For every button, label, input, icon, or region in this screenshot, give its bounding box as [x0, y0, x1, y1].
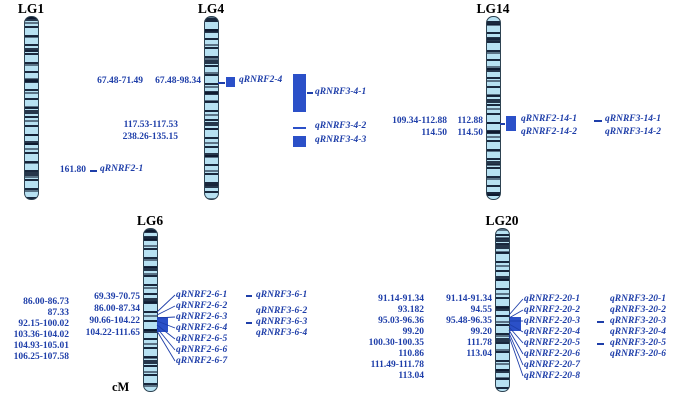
interval-label: 91.14-91.34 — [446, 294, 492, 304]
qtl-label: qRNRF2-1 — [100, 164, 144, 174]
qtl-label: qRNRF3-14-2 — [605, 127, 661, 137]
qtl-label: qRNRF3-6-3 — [256, 317, 308, 327]
qtl-marker — [293, 127, 306, 129]
qtl-marker — [506, 116, 516, 131]
tick-line — [597, 343, 604, 345]
interval-label: 117.53-117.53 — [123, 120, 178, 130]
lg20-chromosome-bar — [495, 228, 510, 392]
tick-line — [307, 92, 313, 94]
qtl-label: qRNRF3-4-3 — [315, 135, 367, 145]
interval-label: 113.04 — [466, 349, 492, 359]
qtl-label: qRNRF3-20-4 — [610, 327, 666, 337]
qtl-marker — [293, 74, 306, 112]
interval-label: 86.00-86.73 — [23, 297, 69, 307]
qtl-label: qRNRF2-6-7 — [176, 356, 228, 366]
qtl-label: qRNRF2-20-1 — [524, 294, 580, 304]
qtl-label: qRNRF2-6-4 — [176, 323, 228, 333]
qtl-marker — [293, 136, 306, 147]
tick-line — [246, 322, 252, 324]
qtl-label: qRNRF2-14-2 — [521, 127, 577, 137]
lg4-title: LG4 — [197, 1, 225, 16]
qtl-label: qRNRF3-20-3 — [610, 316, 666, 326]
qtl-label: qRNRF3-20-5 — [610, 338, 666, 348]
qtl-label: qRNRF3-6-2 — [256, 306, 308, 316]
axis-unit-label: cM — [112, 380, 130, 394]
interval-label: 90.66-104.22 — [89, 316, 140, 326]
qtl-label: qRNRF3-20-6 — [610, 349, 666, 359]
interval-label: 99.20 — [402, 327, 424, 337]
interval-label: 94.55 — [470, 305, 492, 315]
interval-label: 238.26-135.15 — [122, 132, 178, 142]
interval-label: 95.03-96.36 — [378, 316, 424, 326]
interval-label: 67.48-98.34 — [155, 76, 201, 86]
qtl-label: qRNRF2-20-7 — [524, 360, 580, 370]
qtl-marker — [226, 77, 235, 87]
qtl-label: qRNRF2-6-6 — [176, 345, 228, 355]
lg20-title: LG20 — [485, 213, 519, 228]
qtl-label: qRNRF3-4-1 — [315, 87, 367, 97]
interval-label: 106.25-107.58 — [13, 352, 69, 362]
interval-label: 67.48-71.49 — [97, 76, 143, 86]
qtl-label: qRNRF3-4-2 — [315, 121, 367, 131]
qtl-label: qRNRF3-20-1 — [610, 294, 666, 304]
qtl-label: qRNRF2-20-2 — [524, 305, 580, 315]
tick-line — [594, 120, 602, 122]
interval-label: 100.30-100.35 — [368, 338, 424, 348]
qtl-label: qRNRF2-6-3 — [176, 312, 228, 322]
qtl-label: qRNRF2-4 — [239, 75, 283, 85]
lg1-chromosome-bar — [24, 16, 39, 200]
lg14-chromosome-bar — [486, 16, 501, 200]
qtl-label: qRNRF2-20-6 — [524, 349, 580, 359]
tick-line — [218, 82, 225, 84]
interval-label: 111.49-111.78 — [370, 360, 424, 370]
interval-label: 109.34-112.88 — [392, 116, 447, 126]
tick-line — [500, 123, 505, 125]
lg6-chromosome-bar — [143, 228, 158, 392]
interval-label: 110.86 — [398, 349, 424, 359]
interval-label: 99.20 — [470, 327, 492, 337]
qtl-label: qRNRF2-20-5 — [524, 338, 580, 348]
interval-label: 69.39-70.75 — [94, 292, 140, 302]
interval-label: 95.48-96.35 — [446, 316, 492, 326]
qtl-label: qRNRF2-20-4 — [524, 327, 580, 337]
interval-label: 104.93-105.01 — [13, 341, 69, 351]
interval-label: 114.50 — [457, 128, 483, 138]
lg1-title: LG1 — [17, 1, 45, 16]
interval-label: 92.15-100.02 — [18, 319, 69, 329]
interval-label: 104.22-111.65 — [85, 328, 140, 338]
interval-label: 86.00-87.34 — [94, 304, 140, 314]
qtl-position-label: 161.80 — [59, 165, 86, 175]
qtl-label: qRNRF2-20-8 — [524, 371, 580, 381]
qtl-label: qRNRF3-14-1 — [605, 114, 661, 124]
tick-line — [90, 170, 97, 172]
interval-label: 111.78 — [466, 338, 492, 348]
interval-label: 91.14-91.34 — [378, 294, 424, 304]
qtl-label: qRNRF2-6-5 — [176, 334, 228, 344]
qtl-marker — [510, 317, 521, 331]
qtl-label: qRNRF2-20-3 — [524, 316, 580, 326]
qtl-label: qRNRF2-6-2 — [176, 301, 228, 311]
lg4-chromosome-bar — [204, 16, 219, 200]
interval-label: 103.36-104.02 — [13, 330, 69, 340]
tick-line — [246, 295, 252, 297]
qtl-label: qRNRF3-6-1 — [256, 290, 308, 300]
tick-line — [597, 321, 604, 323]
interval-label: 87.33 — [47, 308, 69, 318]
lg6-title: LG6 — [136, 213, 164, 228]
qtl-label: qRNRF2-14-1 — [521, 114, 577, 124]
interval-label: 93.182 — [397, 305, 424, 315]
qtl-label: qRNRF3-6-4 — [256, 328, 308, 338]
qtl-label: qRNRF2-6-1 — [176, 290, 228, 300]
interval-label: 113.04 — [398, 371, 424, 381]
interval-label: 114.50 — [421, 128, 447, 138]
qtl-label: qRNRF3-20-2 — [610, 305, 666, 315]
interval-label: 112.88 — [457, 116, 483, 126]
lg14-title: LG14 — [476, 1, 510, 16]
